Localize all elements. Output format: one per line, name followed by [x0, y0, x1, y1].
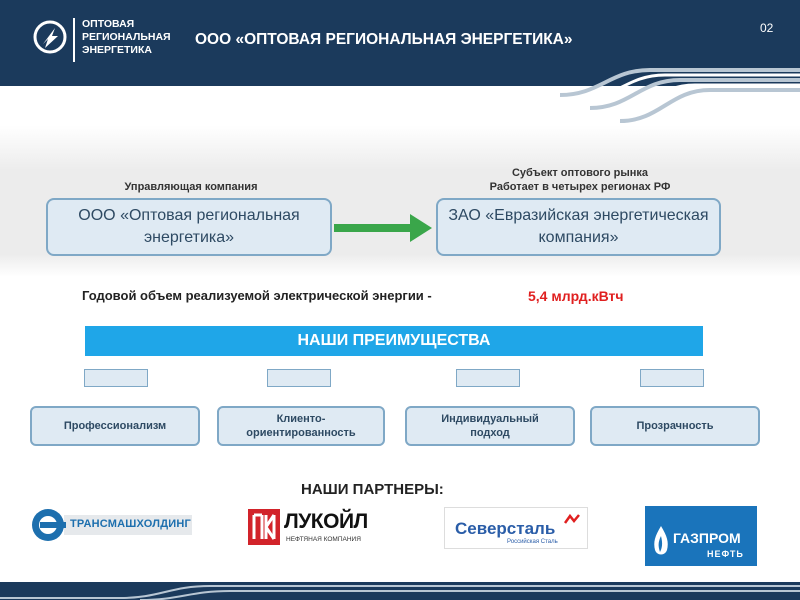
advantage-item: Профессионализм	[30, 406, 200, 446]
logo-divider	[73, 18, 75, 62]
partner-subtitle: Российская Сталь	[507, 539, 558, 545]
lukoil-logo-icon	[248, 509, 280, 545]
partner-name: Северсталь	[455, 519, 556, 538]
volume-value: 5,4 млрд.кВтч	[528, 288, 624, 304]
page-number: 02	[760, 21, 774, 35]
partner-logo-transmashholding: ТРАНСМАШХОЛДИНГ	[30, 505, 192, 545]
advantage-item: Прозрачность	[590, 406, 760, 446]
advantage-item: Индивидуальный подход	[405, 406, 575, 446]
partner-subtitle: НЕФТЯНАЯ КОМПАНИЯ	[286, 536, 361, 543]
partners-title: НАШИ ПАРТНЕРЫ:	[301, 481, 444, 498]
footer-stripes-decoration	[0, 585, 800, 600]
managing-company-box: ООО «Оптовая региональная энергетика»	[46, 198, 332, 256]
partner-name: ЛУКОЙЛ	[284, 510, 368, 533]
transmashholding-logo-icon	[32, 509, 192, 541]
advantages-title: НАШИ ПРЕИМУЩЕСТВА	[85, 326, 703, 356]
advantage-connector	[84, 369, 148, 387]
volume-label: Годовой объем реализуемой электрической …	[82, 288, 432, 303]
subsidiary-company-box: ЗАО «Евразийская энергетическая компания…	[436, 198, 721, 256]
partner-subtitle: НЕФТЬ	[707, 549, 744, 559]
partner-name: ТРАНСМАШХОЛДИНГ	[70, 518, 191, 530]
partner-logo-gazprom-neft: ГАЗПРОМ НЕФТЬ	[645, 506, 757, 566]
partner-logo-lukoil: ЛУКОЙЛ НЕФТЯНАЯ КОМПАНИЯ	[248, 509, 382, 547]
advantage-item: Клиенто- ориентированность	[217, 406, 385, 446]
partner-logo-severstal: Северсталь Российская Сталь	[444, 507, 588, 549]
left-caption: Управляющая компания	[124, 181, 258, 193]
advantage-connector	[456, 369, 520, 387]
header-stripes-decoration	[559, 68, 800, 123]
right-arrow-icon	[334, 214, 432, 242]
page-title: ООО «ОПТОВАЯ РЕГИОНАЛЬНАЯ ЭНЕРГЕТИКА»	[195, 31, 573, 48]
partner-name: ГАЗПРОМ	[673, 530, 741, 546]
company-logo-icon	[33, 20, 67, 54]
advantage-connector	[267, 369, 331, 387]
right-caption: Субъект оптового рынка Работает в четыре…	[489, 167, 671, 193]
gazprom-flame-icon	[654, 526, 668, 555]
advantage-connector	[640, 369, 704, 387]
severstal-mark-icon	[563, 513, 580, 524]
logo-text: ОПТОВАЯ РЕГИОНАЛЬНАЯ ЭНЕРГЕТИКА	[82, 18, 171, 56]
